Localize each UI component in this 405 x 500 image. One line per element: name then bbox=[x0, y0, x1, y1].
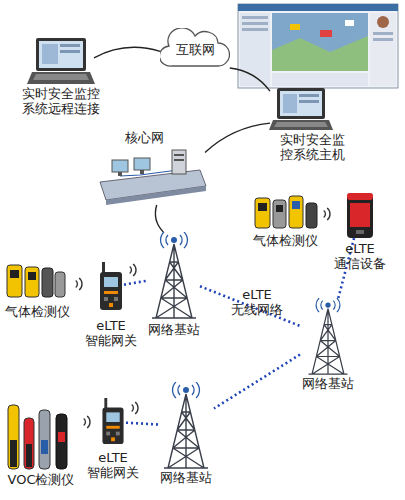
node-label: eLTE 通信设备 bbox=[327, 241, 393, 271]
wireless-link bbox=[200, 286, 300, 326]
node-label: eLTE 智能网关 bbox=[80, 450, 146, 480]
network-label: eLTE 无线网络 bbox=[226, 287, 288, 317]
core-network-node: 核心网 bbox=[95, 150, 205, 205]
tower-node: 网络基站 bbox=[158, 382, 214, 470]
node-label: VOC检测仪 bbox=[1, 472, 81, 487]
wireless-link bbox=[124, 281, 148, 285]
gateway-node: eLTE 智能网关 bbox=[100, 398, 126, 446]
node-label: 网络基站 bbox=[154, 470, 218, 485]
voc-detector-node: VOC检测仪 bbox=[5, 398, 77, 470]
tower-node: 网络基站 bbox=[148, 232, 200, 320]
node-label: 核心网 bbox=[125, 130, 175, 145]
phone-node: eLTE 通信设备 bbox=[345, 193, 375, 238]
network-cable bbox=[94, 47, 160, 58]
cloud-node: 互联网 bbox=[160, 28, 230, 68]
node-label: 网络基站 bbox=[142, 322, 206, 337]
tower-node: 网络基站 bbox=[300, 298, 356, 376]
wireless-link bbox=[214, 355, 300, 409]
node-label: 实时安全监 控系统主机 bbox=[280, 132, 380, 162]
network-cable bbox=[230, 68, 270, 91]
node-label: 实时安全监控 系统远程连接 bbox=[3, 86, 119, 116]
node-label: 互联网 bbox=[160, 42, 230, 57]
network-cable bbox=[155, 205, 163, 232]
gas-detector-node: 气体检测仪 bbox=[253, 195, 318, 230]
gas-detector-node: 气体检测仪 bbox=[5, 262, 67, 300]
node-label: 气体检测仪 bbox=[248, 233, 323, 248]
cloud-outline bbox=[160, 28, 229, 66]
laptop-node: 实时安全监 控系统主机 bbox=[270, 88, 332, 130]
wireless-link bbox=[126, 423, 158, 425]
network-cable bbox=[205, 123, 270, 152]
node-label: 气体检测仪 bbox=[2, 304, 72, 319]
laptop-node: 实时安全监控 系统远程连接 bbox=[28, 38, 94, 84]
gateway-node: eLTE 智能网关 bbox=[98, 262, 124, 312]
node-label: 网络基站 bbox=[296, 376, 360, 391]
node-label: eLTE 智能网关 bbox=[78, 318, 144, 348]
